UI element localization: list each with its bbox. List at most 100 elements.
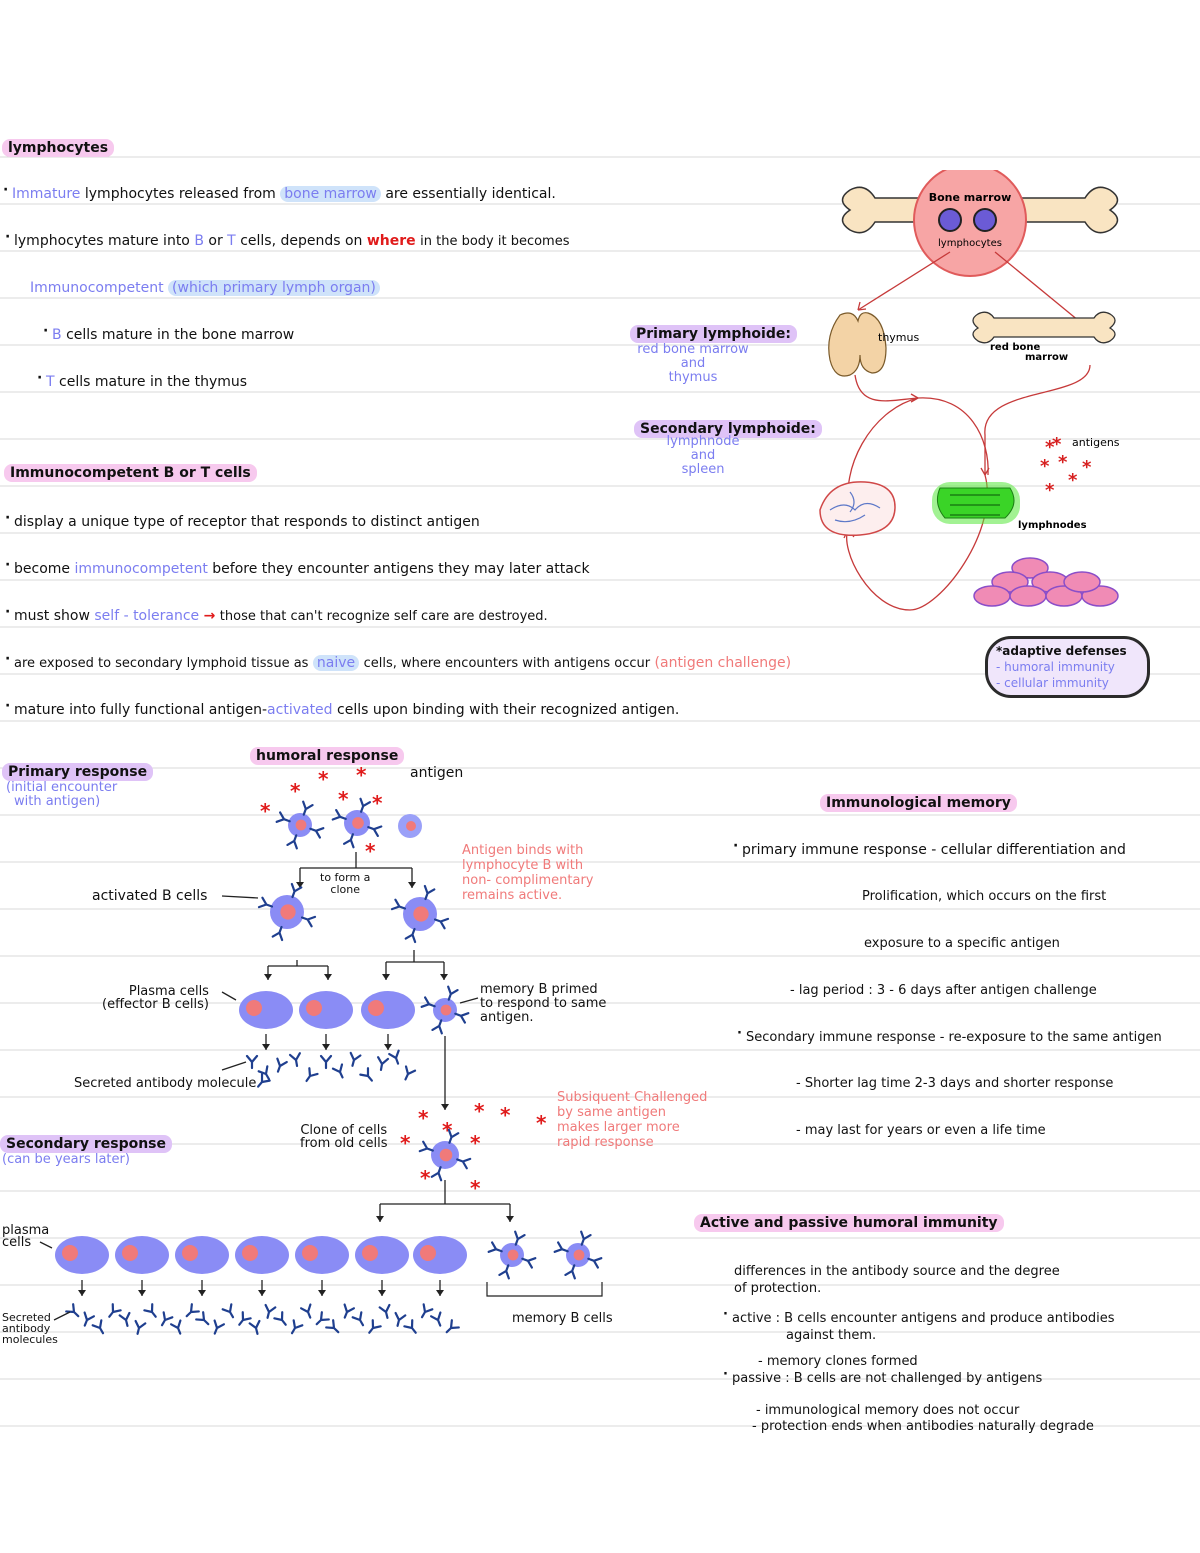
memory-primary-response-3: exposure to a specific antigen [864, 936, 1060, 951]
note-line-b-cells: B cells mature in the bone marrow [43, 323, 294, 343]
humoral-response-diagram: **************** [39, 763, 603, 1335]
arrow-head [378, 1290, 386, 1296]
memory-bracket [486, 1282, 603, 1297]
cell-nucleus [122, 1245, 138, 1261]
svg-text:*: * [1058, 452, 1068, 473]
to-form-clone-label: to form a clone [320, 871, 371, 896]
receptor-antibody [433, 917, 450, 930]
cell-nucleus [413, 906, 429, 922]
antibody-molecule [273, 1311, 287, 1326]
plasma-cells-label-2: plasma cells [2, 1223, 50, 1250]
receptor-antibody [487, 1241, 503, 1253]
bone-marrow-circle [913, 170, 1027, 277]
cell-nucleus [306, 1000, 322, 1016]
bullet-become-immunocompetent: become immunocompetent before they encou… [5, 557, 590, 577]
antibody-molecule [430, 1311, 442, 1327]
antibody-molecule [134, 1319, 147, 1335]
arrow-head [441, 1104, 449, 1110]
antibody-molecule [118, 1311, 131, 1327]
receptor-antibody [420, 996, 436, 1008]
cell-nucleus [573, 1249, 585, 1261]
plasma-cells-label: Plasma cells (effector B cells) [102, 984, 209, 1012]
arrow-head [78, 1290, 86, 1296]
passive-protection-ends: - protection ends when antibodies natura… [752, 1419, 1094, 1434]
antibody-molecule [377, 1056, 390, 1072]
connector-line [221, 1061, 247, 1071]
lymphocytes-label: lymphocytes [938, 238, 1002, 249]
antibody-molecule [445, 1319, 460, 1334]
antibody-molecule [108, 1303, 122, 1318]
memory-primary-response-1: primary immune response - cellular diffe… [733, 838, 1126, 858]
svg-text:*: * [1045, 480, 1055, 501]
antibody-molecule [351, 1311, 365, 1327]
antibody-molecule [288, 1052, 301, 1068]
subsequent-challenge-note: Subsiquent Challenged by same antigen ma… [557, 1090, 708, 1150]
cell-nucleus [362, 1245, 378, 1261]
connector-line [459, 997, 479, 1004]
bullet-antigen-activated: mature into fully functional antigen-act… [5, 698, 679, 718]
primary-lymphoid-label: Primary lymphoide: [630, 325, 797, 343]
note-line-immunocompetent: Immunocompetent (which primary lymph org… [30, 280, 380, 296]
receptor-antibody [447, 1128, 460, 1144]
receptor-antibody [286, 834, 298, 850]
clone-of-cells-label: Clone of cells from old cells [300, 1123, 388, 1151]
antibody-molecule [160, 1311, 174, 1327]
secondary-lymphoid-organs: lymphnode and spleen [666, 434, 740, 477]
adaptive-item-cellular: - cellular immunity [996, 676, 1109, 690]
section-heading-lymphocytes: lymphocytes [2, 139, 115, 157]
memory-primary-response-2: Prolification, which occurs on the first [862, 889, 1107, 904]
cell-nucleus [440, 1004, 452, 1016]
antigen-star: * [372, 791, 383, 815]
cell-nucleus [62, 1245, 78, 1261]
antigen-star: * [420, 1166, 431, 1190]
receptor-antibody [367, 825, 383, 838]
antibody-molecule [305, 1067, 319, 1083]
antigen-star: * [536, 1111, 547, 1135]
antibody-molecule [331, 1063, 344, 1079]
red-bone-marrow-label-1: red bone [990, 342, 1041, 353]
arrow-head [440, 974, 448, 980]
antigen-star: * [400, 1131, 411, 1155]
lymphocyte-cell-1 [938, 208, 962, 232]
antibody-molecule [83, 1311, 95, 1327]
antigen-label: antigen [410, 765, 464, 781]
red-bone-marrow-label-2: marrow [1025, 352, 1068, 363]
antigen-binds-note: Antigen binds with lymphocyte B with non… [462, 843, 594, 903]
active-memory-clones: - memory clones formed [758, 1354, 918, 1369]
receptor-antibody [290, 882, 303, 899]
receptor-antibody [498, 1264, 510, 1280]
receptor-antibody [309, 827, 325, 839]
secondary-response-sub: (can be years later) [2, 1152, 130, 1167]
cell-nucleus [439, 1148, 453, 1162]
antibody-molecule [349, 1051, 362, 1067]
receptor-antibody [331, 808, 347, 821]
receptor-antibody [423, 884, 436, 901]
antigen-star: * [418, 1106, 429, 1130]
activated-b-cells-label: activated B cells [92, 888, 208, 904]
receptor-antibody [430, 1166, 443, 1182]
cell-nucleus [295, 819, 307, 831]
primary-lymphoid-organs: red bone marrow and thymus [637, 342, 749, 385]
memory-b-cells-label: memory B cells [512, 1311, 613, 1326]
arrow-head [296, 882, 304, 888]
receptor-antibody [587, 1257, 603, 1269]
antigen-star: * [470, 1176, 481, 1200]
arrow-head [138, 1290, 146, 1296]
arrow-head [198, 1290, 206, 1296]
lymphocyte-pile [973, 557, 1119, 607]
arrow-head [408, 882, 416, 888]
red-bone-marrow-bone [972, 311, 1116, 344]
antigen-star: * [470, 1131, 481, 1155]
svg-text:*: * [1052, 434, 1062, 455]
antigen-star: * [290, 779, 301, 803]
receptor-antibody [271, 925, 284, 942]
memory-life-time: - may last for years or even a life time [796, 1123, 1046, 1138]
antibody-molecule [394, 1311, 407, 1327]
svg-text:*: * [1040, 456, 1050, 477]
antibody-molecule [404, 1065, 417, 1081]
antigen-star: * [500, 1103, 511, 1127]
arrow-head [258, 1290, 266, 1296]
antibody-molecule [388, 1049, 400, 1065]
arrow-head [382, 974, 390, 980]
